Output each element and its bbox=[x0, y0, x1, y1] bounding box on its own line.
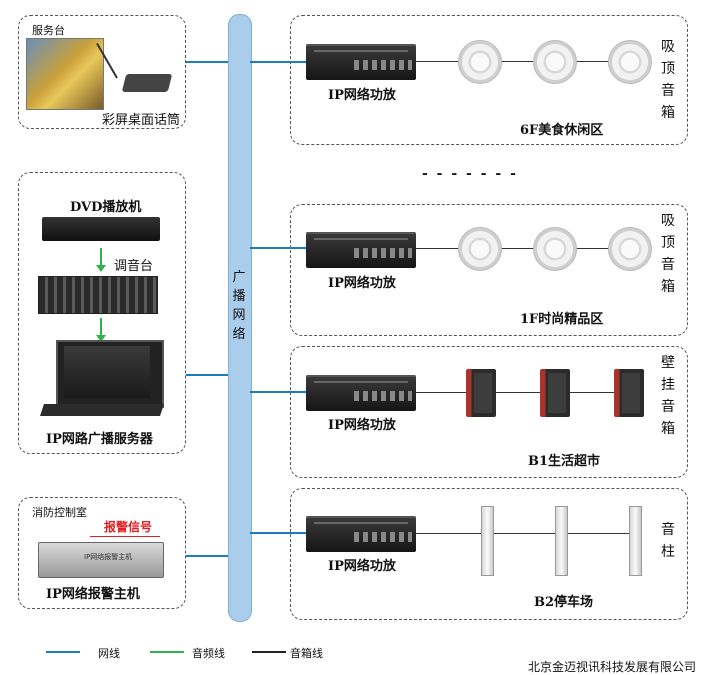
alarm-host-panel-text: IP网络报警主机 bbox=[84, 553, 133, 561]
network-line-zone-6f bbox=[250, 61, 290, 63]
service-desk-photo bbox=[26, 38, 104, 110]
bus-label: 广播网络 bbox=[232, 270, 246, 342]
speaker-line-1f bbox=[416, 248, 634, 249]
zone-name-1f: 1F时尚精品区 bbox=[520, 312, 604, 327]
ceiling-speaker-icon bbox=[458, 40, 502, 84]
zone-box-b1 bbox=[290, 346, 688, 478]
speaker-type-b1: 壁挂音箱 bbox=[661, 355, 675, 437]
server-keyboard bbox=[40, 404, 164, 416]
speaker-type-6f: 吸顶音箱 bbox=[661, 39, 675, 121]
audio-arrow-1 bbox=[96, 248, 106, 272]
column-speaker-icon bbox=[629, 506, 642, 576]
ceiling-speaker-icon bbox=[533, 227, 577, 271]
speaker-line-b1 bbox=[416, 392, 634, 393]
amp-label-1f: IP网络功放 bbox=[328, 276, 396, 291]
network-line-service-desk bbox=[186, 61, 228, 63]
network-line-server bbox=[186, 374, 228, 376]
dvd-player bbox=[42, 217, 160, 241]
network-line-alarm bbox=[186, 555, 228, 557]
company-name: 北京金迈视讯科技发展有限公司 bbox=[528, 660, 697, 674]
mixer-label: 调音台 bbox=[114, 259, 154, 274]
zone-name-6f: 6F美食休闲区 bbox=[520, 123, 604, 138]
service-desk-tag: 服务台 bbox=[32, 24, 65, 37]
desktop-microphone bbox=[121, 74, 173, 92]
broadcast-network-bus bbox=[228, 14, 252, 622]
server-label: IP网路广播服务器 bbox=[46, 432, 153, 447]
network-line-zone-1f bbox=[250, 247, 306, 249]
column-speaker-icon bbox=[555, 506, 568, 576]
alarm-host-caption: IP网络报警主机 bbox=[46, 587, 140, 602]
legend-swatch-audio bbox=[150, 651, 184, 653]
alarm-signal-label: 报警信号 bbox=[104, 520, 153, 534]
wall-speaker-icon bbox=[540, 369, 570, 417]
service-desk-panel bbox=[18, 15, 186, 129]
zone-box-1f bbox=[290, 204, 688, 336]
zone-box-b2 bbox=[290, 488, 688, 620]
network-line-zone-b1 bbox=[250, 391, 306, 393]
amp-label-b2: IP网络功放 bbox=[328, 559, 396, 574]
speaker-line-b2 bbox=[416, 533, 634, 534]
audio-arrow-2 bbox=[96, 318, 106, 342]
zone-ellipsis: - - - - - - - bbox=[422, 166, 518, 182]
zone-name-b2: B2停车场 bbox=[534, 595, 594, 610]
fire-control-tag: 消防控制室 bbox=[32, 506, 87, 519]
ip-amplifier-b2 bbox=[306, 516, 416, 552]
ip-amplifier-1f bbox=[306, 232, 416, 268]
ceiling-speaker-icon bbox=[608, 227, 652, 271]
speaker-type-b2: 音柱 bbox=[661, 522, 675, 560]
amp-label-6f: IP网络功放 bbox=[328, 88, 396, 103]
source-panel bbox=[18, 172, 186, 454]
network-line-zone-b2 bbox=[250, 532, 306, 534]
alarm-signal-line bbox=[90, 536, 160, 537]
legend-label-audio: 音频线 bbox=[192, 647, 225, 660]
wall-speaker-icon bbox=[466, 369, 496, 417]
ip-amplifier-b1 bbox=[306, 375, 416, 411]
zone-name-b1: B1生活超市 bbox=[528, 454, 601, 469]
network-line-zone-6f-inner bbox=[290, 61, 306, 63]
fire-control-panel bbox=[18, 497, 186, 609]
column-speaker-icon bbox=[481, 506, 494, 576]
ceiling-speaker-icon bbox=[608, 40, 652, 84]
ip-amplifier-6f bbox=[306, 44, 416, 80]
legend-swatch-network bbox=[46, 651, 80, 653]
legend-label-speaker: 音箱线 bbox=[290, 647, 323, 660]
speaker-line-6f bbox=[416, 61, 634, 62]
wall-speaker-icon bbox=[614, 369, 644, 417]
speaker-type-1f: 吸顶音箱 bbox=[661, 213, 675, 295]
ceiling-speaker-icon bbox=[458, 227, 502, 271]
mixer bbox=[38, 276, 158, 314]
service-desk-caption: 彩屏桌面话筒 bbox=[102, 113, 181, 128]
ceiling-speaker-icon bbox=[533, 40, 577, 84]
legend-swatch-speaker bbox=[252, 651, 286, 653]
alarm-host-device bbox=[38, 542, 164, 578]
amp-label-b1: IP网络功放 bbox=[328, 418, 396, 433]
dvd-label: DVD播放机 bbox=[70, 200, 142, 215]
server-screen bbox=[64, 346, 150, 398]
legend-label-network: 网线 bbox=[98, 647, 120, 660]
zone-box-6f bbox=[290, 15, 688, 145]
